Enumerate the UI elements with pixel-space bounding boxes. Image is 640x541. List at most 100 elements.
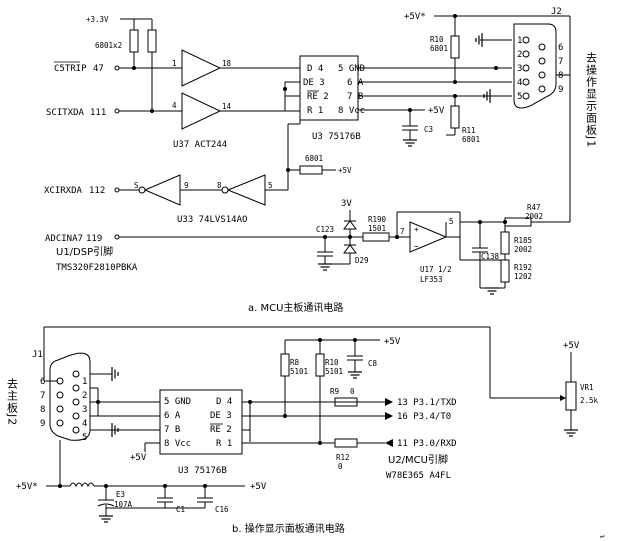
svg-text:8: 8 [558, 71, 563, 81]
return-mark: ↵ [600, 531, 605, 540]
signal-txd: 13 P3.1/TXD [397, 398, 457, 408]
svg-text:R47: R47 [527, 203, 541, 212]
d29-label: D29 [355, 256, 369, 265]
diode-upper [343, 220, 357, 230]
supply-5v-star: +5V* [404, 12, 426, 22]
c8-label: C8 [368, 359, 378, 368]
j2-destination-label: 去操作显示面板J1 [585, 52, 598, 149]
signal-rxd: 11 P3.0/RXD [397, 439, 457, 449]
u3-transceiver-top [299, 55, 359, 121]
c123-label: C123 [316, 225, 334, 234]
svg-text:1202: 1202 [514, 272, 532, 281]
supply-5v-bottom: +5V [384, 337, 401, 347]
svg-text:9: 9 [558, 85, 563, 95]
signal-adcina7: ADCINA7 [45, 234, 83, 244]
pin-adcina7: 119 [86, 234, 102, 244]
svg-text:2002: 2002 [525, 212, 543, 221]
pin-c5trip: 47 [93, 64, 104, 74]
svg-text:+: + [414, 225, 419, 234]
u1-dsp-label: U1/DSP引脚 [56, 245, 113, 258]
signal-scitxda: SCITXDA [46, 108, 85, 118]
pullup-value-label: 6801x2 [95, 41, 122, 50]
signal-c5trip: C5TRIP [54, 64, 87, 74]
j1-destination-label: 去主板J2 [6, 378, 19, 427]
caption-b: b. 操作显示面板通讯电路 [232, 522, 345, 535]
svg-text:8 Vcc: 8 Vcc [164, 439, 191, 449]
svg-text:1: 1 [172, 59, 177, 68]
display-panel-circuit: J1 6 7 8 9 1 2 3 4 5 去主板J2 [6, 326, 605, 540]
r185-resistor [500, 231, 510, 255]
svg-text:DE 3: DE 3 [303, 78, 325, 88]
svg-text:8: 8 [40, 405, 45, 415]
svg-text:4: 4 [172, 101, 177, 110]
svg-text:1: 1 [82, 377, 87, 387]
svg-text:R190: R190 [368, 215, 387, 224]
j1-connector [49, 352, 91, 441]
svg-text:7: 7 [400, 227, 405, 236]
r11-resistor [450, 105, 460, 129]
svg-text:RE 2: RE 2 [307, 92, 329, 102]
svg-text:1: 1 [517, 36, 522, 46]
inverter-gate-2 [226, 174, 266, 206]
svg-text:−: − [414, 242, 419, 251]
svg-text:6 A: 6 A [347, 78, 364, 88]
u2-part: W78E365 A4FL [386, 471, 451, 481]
pullup-resistor-1 [129, 29, 139, 53]
signal-t0: 16 P3.4/T0 [397, 412, 451, 422]
svg-text:5101: 5101 [290, 367, 308, 376]
svg-text:3: 3 [517, 64, 522, 74]
svg-text:R9: R9 [330, 387, 339, 396]
u2-mcu-label: U2/MCU引脚 [388, 453, 448, 466]
r10-resistor-bottom [315, 353, 325, 377]
svg-text:5: 5 [449, 217, 454, 226]
filter-inductor [69, 482, 95, 488]
diode-lower [343, 244, 357, 254]
svg-text:9: 9 [40, 419, 45, 429]
inverter-gate-1 [143, 174, 181, 206]
j2-connector [513, 23, 557, 109]
svg-text:R10: R10 [430, 35, 444, 44]
supply-3v-label: 3V [341, 199, 352, 209]
r9-resistor [334, 397, 358, 407]
pullup-resistor-2 [147, 29, 157, 53]
supply-5v-u3-bottom: +5V [130, 453, 147, 463]
svg-text:R192: R192 [514, 263, 532, 272]
svg-text:+5V: +5V [338, 166, 352, 175]
svg-text:4: 4 [517, 78, 522, 88]
supply-5v-star-bottom: +5V* [16, 482, 38, 492]
svg-text:5101: 5101 [325, 367, 343, 376]
svg-text:RE 2: RE 2 [210, 425, 232, 435]
u3-transceiver-bottom [159, 389, 243, 455]
svg-text:2002: 2002 [514, 245, 532, 254]
c3-label: C3 [424, 125, 433, 134]
pin-scitxda: 111 [90, 108, 106, 118]
svg-text:6 A: 6 A [164, 411, 181, 421]
svg-text:R8: R8 [290, 358, 300, 367]
mcu-board-circuit: +3.3V 6801x2 C5TRIP 47 1 18 SCITXDA 111 … [44, 7, 598, 314]
svg-text:D 4: D 4 [216, 397, 232, 407]
u17-label: U17 1/2 [420, 265, 452, 274]
signal-scirxda: XCIRXDA [44, 186, 83, 196]
u37-label: U37 ACT244 [173, 140, 227, 150]
svg-text:8 Vcc: 8 Vcc [338, 106, 365, 116]
c16-label: C16 [215, 505, 229, 514]
svg-text:7: 7 [40, 391, 45, 401]
r10-resistor [450, 35, 460, 59]
r8-resistor [280, 353, 290, 377]
svg-text:R185: R185 [514, 236, 532, 245]
svg-text:6801: 6801 [430, 44, 448, 53]
svg-text:5: 5 [517, 92, 522, 102]
e3-label: E3 [116, 490, 125, 499]
svg-text:5: 5 [82, 433, 87, 443]
r12-resistor [334, 438, 358, 448]
svg-text:9: 9 [184, 181, 189, 190]
svg-text:R11: R11 [462, 126, 476, 135]
u3-bottom-label: U3 75176B [178, 466, 227, 476]
vr1-potentiometer [565, 381, 577, 411]
supply-3v3-label: +3.3V [86, 15, 109, 24]
svg-text:5: 5 [268, 181, 273, 190]
svg-text:3: 3 [82, 405, 87, 415]
svg-text:2: 2 [517, 50, 522, 60]
r190-resistor [362, 232, 390, 242]
